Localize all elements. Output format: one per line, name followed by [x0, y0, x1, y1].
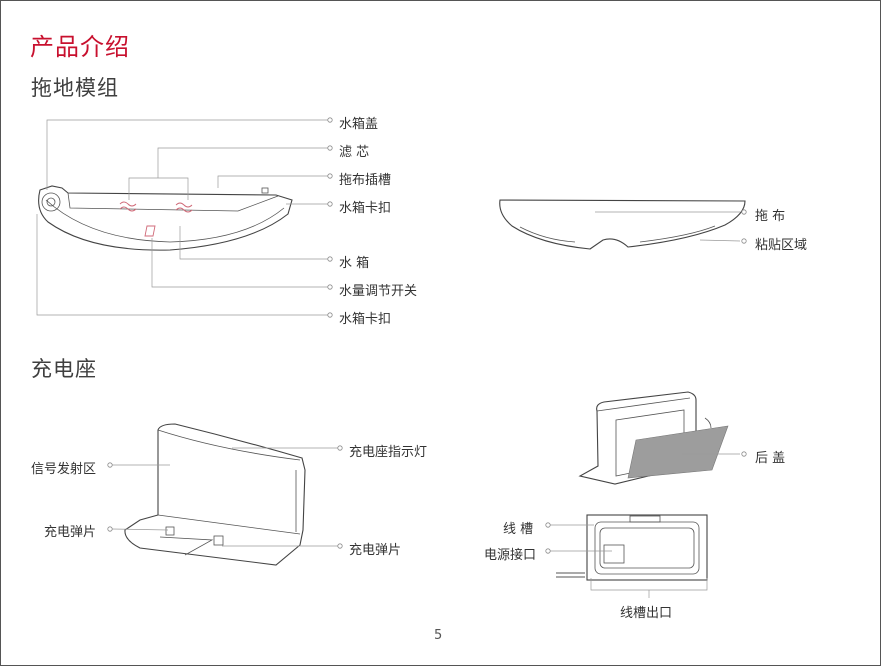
- label-power-port: 电源接口: [484, 548, 537, 563]
- label-mop-cloth: 拖 布: [755, 209, 786, 224]
- label-tank-clip-right: 水箱卡扣: [339, 201, 392, 216]
- mop-leaders: [36, 117, 333, 318]
- label-water-tank: 水 箱: [339, 256, 370, 271]
- label-dock-indicator: 充电座指示灯: [349, 445, 428, 460]
- dock-bottom-illustration: [545, 514, 708, 598]
- label-tank-clip-bottom: 水箱卡扣: [339, 312, 392, 327]
- water-tank-illustration: [38, 185, 293, 251]
- dock-back-illustration: [578, 391, 747, 485]
- mop-module-heading: 拖地模组: [31, 76, 119, 100]
- charging-dock-heading: 充电座: [31, 357, 97, 381]
- mop-cloth-illustration: [499, 199, 747, 250]
- label-adhesive-area: 粘贴区域: [755, 238, 808, 253]
- label-flow-switch: 水量调节开关: [339, 284, 418, 299]
- label-cable-groove: 线 槽: [503, 522, 534, 537]
- label-contact-right: 充电弹片: [349, 543, 402, 558]
- label-mop-slot: 拖布插槽: [339, 173, 392, 188]
- label-back-cover: 后 盖: [755, 451, 786, 466]
- label-signal-area: 信号发射区: [31, 462, 97, 477]
- label-water-tank-lid: 水箱盖: [339, 117, 379, 132]
- dock-front-illustration: [107, 423, 343, 566]
- page-number: 5: [434, 628, 443, 643]
- label-filter: 滤 芯: [339, 145, 370, 160]
- label-contact-left: 充电弹片: [44, 525, 97, 540]
- label-cable-exit: 线槽出口: [620, 606, 673, 621]
- page-title: 产品介绍: [30, 33, 130, 61]
